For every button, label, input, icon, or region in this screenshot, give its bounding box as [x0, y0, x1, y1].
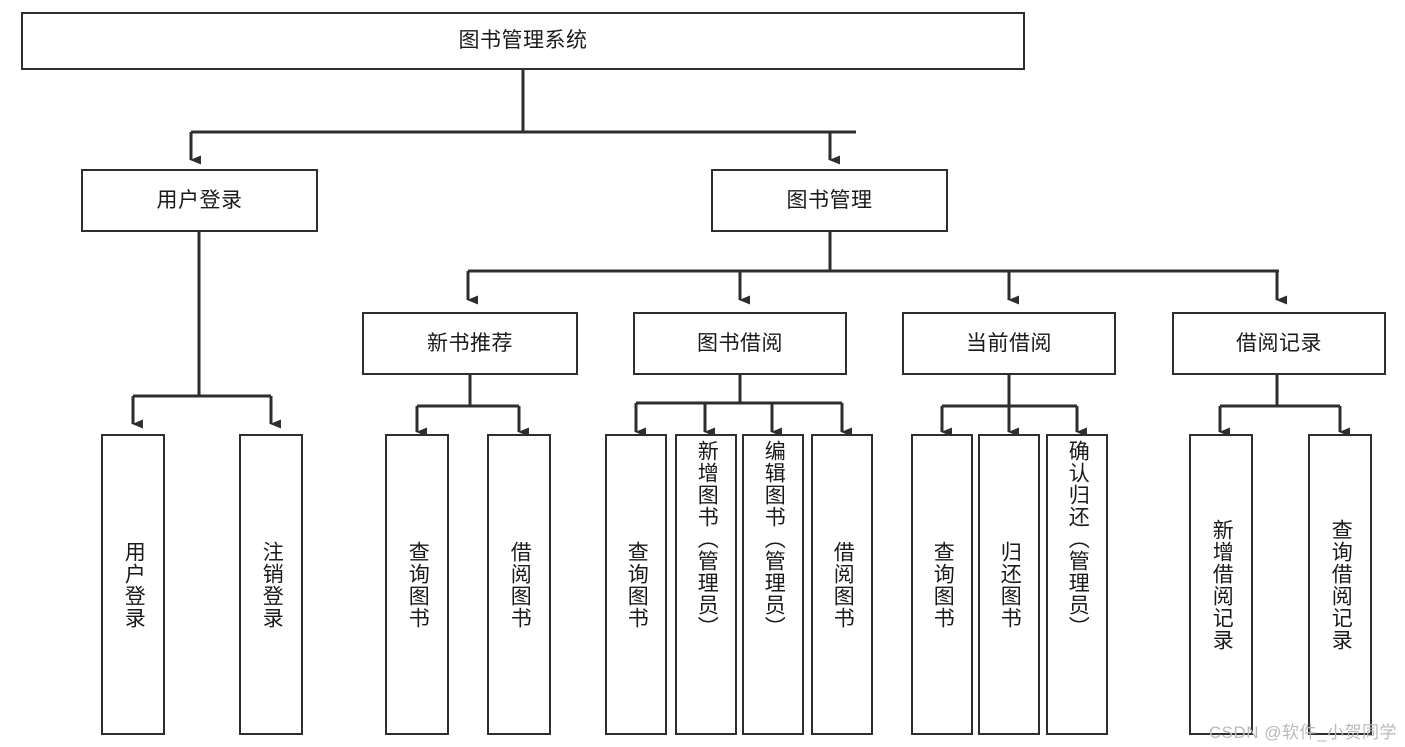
node-label: 借阅记录 — [1236, 331, 1322, 355]
node-new-book-recommend[interactable]: 新书推荐 — [362, 312, 578, 375]
node-label: 当前借阅 — [966, 331, 1052, 355]
node-label: 查询图书 — [625, 540, 649, 629]
node-label: 新增图书（管理员） — [695, 440, 719, 638]
leaf-logout[interactable]: 注销登录 — [239, 434, 303, 735]
node-book-management[interactable]: 图书管理 — [711, 169, 948, 232]
node-user-login[interactable]: 用户登录 — [81, 169, 318, 232]
node-label: 用户登录 — [156, 188, 243, 212]
node-label: 查询图书 — [406, 540, 430, 629]
node-label: 借阅图书 — [508, 540, 532, 629]
node-label: 确认归还（管理员） — [1066, 440, 1090, 638]
leaf-confirm-return-admin[interactable]: 确认归还（管理员） — [1046, 434, 1108, 735]
node-label: 编辑图书（管理员） — [762, 440, 786, 638]
leaf-borrow-book[interactable]: 借阅图书 — [811, 434, 873, 735]
node-label: 借阅图书 — [831, 540, 855, 629]
leaf-query-book-recommend[interactable]: 查询图书 — [385, 434, 449, 735]
node-root-book-management-system[interactable]: 图书管理系统 — [21, 12, 1025, 70]
node-label: 图书管理 — [786, 188, 873, 212]
node-label: 新书推荐 — [427, 331, 513, 355]
node-label: 注销登录 — [260, 540, 284, 629]
leaf-query-book-borrow[interactable]: 查询图书 — [605, 434, 667, 735]
csdn-watermark: CSDN @软件_小贺同学 — [1208, 723, 1397, 742]
node-label: 图书管理系统 — [458, 29, 588, 53]
leaf-return-book[interactable]: 归还图书 — [978, 434, 1040, 735]
node-book-borrow[interactable]: 图书借阅 — [633, 312, 847, 375]
leaf-query-book-current[interactable]: 查询图书 — [911, 434, 973, 735]
node-label: 用户登录 — [122, 540, 146, 629]
leaf-add-borrow-record[interactable]: 新增借阅记录 — [1189, 434, 1253, 735]
node-label: 查询图书 — [931, 540, 955, 629]
node-current-borrow[interactable]: 当前借阅 — [902, 312, 1116, 375]
leaf-user-login[interactable]: 用户登录 — [101, 434, 165, 735]
leaf-edit-book-admin[interactable]: 编辑图书（管理员） — [742, 434, 804, 735]
node-label: 图书借阅 — [697, 331, 783, 355]
node-borrow-record[interactable]: 借阅记录 — [1172, 312, 1386, 375]
leaf-add-book-admin[interactable]: 新增图书（管理员） — [675, 434, 737, 735]
leaf-borrow-book-recommend[interactable]: 借阅图书 — [487, 434, 551, 735]
node-label: 新增借阅记录 — [1210, 518, 1234, 651]
leaf-query-borrow-record[interactable]: 查询借阅记录 — [1308, 434, 1372, 735]
node-label: 归还图书 — [998, 540, 1022, 629]
node-label: 查询借阅记录 — [1329, 518, 1353, 651]
